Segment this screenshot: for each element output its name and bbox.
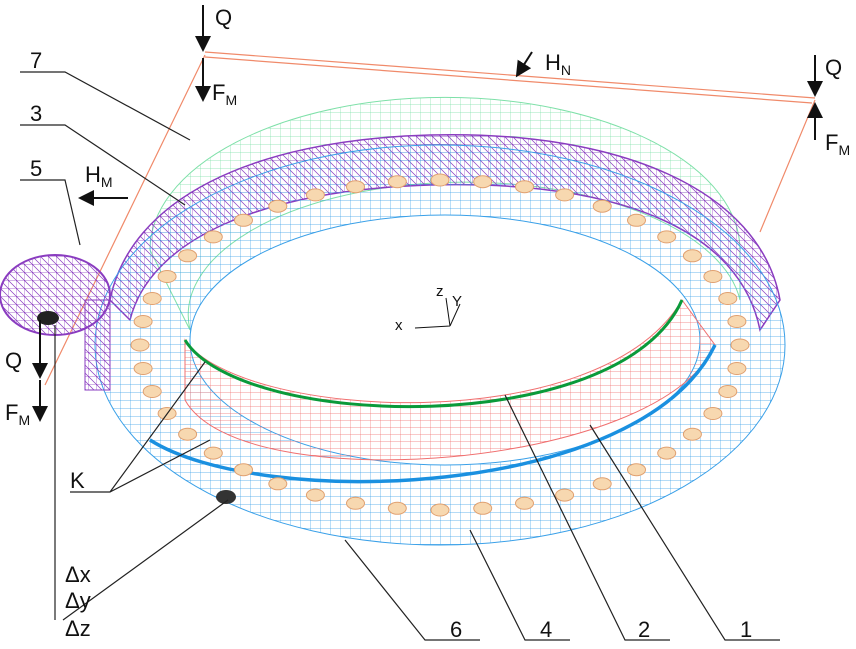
label-k: K — [70, 468, 85, 493]
label-4: 4 — [540, 617, 552, 642]
bolt-hole — [730, 338, 750, 352]
bolt-hole — [682, 427, 702, 441]
load-q-pinion: Q — [5, 348, 22, 373]
label-2: 2 — [638, 617, 650, 642]
bolt-hole — [178, 427, 198, 441]
bolt-hole — [592, 477, 612, 491]
label-dx: Δx — [65, 562, 91, 587]
label-1: 1 — [740, 617, 752, 642]
bolt-hole — [178, 249, 198, 263]
bolt-hole — [515, 496, 534, 510]
bolt-hole — [592, 199, 612, 213]
bolt-hole — [718, 292, 738, 305]
bolt-hole — [703, 407, 723, 420]
bolt-hole — [657, 230, 677, 244]
load-q-right: Q — [825, 55, 842, 80]
bolt-hole — [473, 501, 493, 515]
bolt-hole — [718, 385, 738, 398]
bolt-hole — [234, 463, 253, 477]
pinion — [0, 254, 111, 391]
bolt-hole — [387, 175, 407, 189]
label-5: 5 — [30, 156, 42, 181]
bolt-hole — [268, 477, 288, 491]
load-hn: HN — [545, 50, 571, 78]
bolt-hole — [234, 213, 253, 227]
bolt-hole — [430, 173, 450, 187]
load-arrows — [32, 5, 823, 422]
bolt-hole — [430, 503, 450, 517]
bolt-hole — [627, 463, 646, 477]
bolt-hole — [515, 180, 534, 194]
green-contact-line — [183, 299, 684, 409]
label-7: 7 — [30, 48, 42, 73]
load-hm: HM — [85, 162, 113, 190]
bolt-hole — [727, 362, 747, 375]
bolt-hole — [555, 188, 575, 202]
load-q-top: Q — [215, 5, 232, 30]
label-3: 3 — [30, 101, 42, 126]
label-dy: Δy — [65, 588, 91, 613]
bolt-hole — [387, 501, 407, 515]
bolt-hole — [473, 175, 493, 189]
bolt-hole — [657, 446, 677, 460]
load-fm-top: FM — [212, 80, 237, 108]
bolt-hole — [703, 270, 723, 283]
bolt-hole — [305, 188, 325, 202]
axis-y-label: Y — [452, 293, 462, 310]
load-fm-right: FM — [825, 130, 850, 158]
bolt-hole — [133, 362, 153, 375]
load-fm-pinion: FM — [5, 400, 30, 428]
axis-triad — [414, 297, 461, 329]
measurement-point — [216, 490, 236, 504]
bolt-hole — [346, 496, 365, 510]
bolt-hole — [203, 446, 223, 460]
load-frame — [44, 51, 816, 386]
bolt-hole — [133, 315, 153, 328]
bolts — [130, 173, 750, 517]
blue-contact-line — [149, 344, 717, 484]
bolt-hole — [555, 488, 575, 502]
bolt-hole — [305, 488, 325, 502]
bolt-hole — [682, 249, 702, 263]
label-6: 6 — [450, 617, 462, 642]
bolt-hole — [130, 338, 150, 352]
axis-x-label: x — [395, 317, 403, 334]
bolt-hole — [627, 213, 646, 227]
leader-lines — [20, 71, 780, 641]
bolt-hole — [727, 315, 747, 328]
label-dz: Δz — [65, 616, 91, 641]
bolt-hole — [268, 199, 288, 213]
axis-z-label: z — [436, 283, 444, 300]
bolt-hole — [346, 180, 365, 194]
bolt-hole — [157, 270, 177, 283]
bolt-hole — [142, 385, 162, 398]
bolt-hole — [142, 292, 162, 305]
bolt-hole — [203, 230, 223, 244]
